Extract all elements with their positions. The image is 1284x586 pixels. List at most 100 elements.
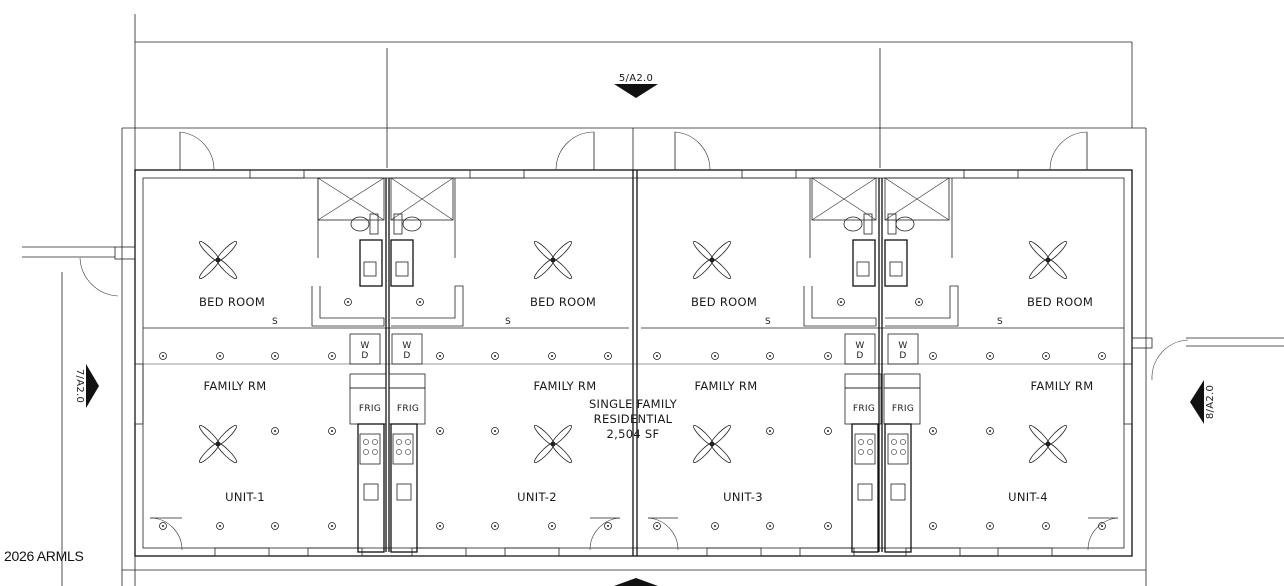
recessed-light-icon [159,522,167,530]
bed-room-label-2: BED ROOM [530,295,596,309]
recessed-light-icon [929,352,937,360]
family-rm-label-4: FAMILY RM [1031,379,1094,393]
unit-label-1: UNIT-1 [225,490,265,504]
recessed-light-icon [344,298,352,306]
recessed-light-dot [331,525,333,527]
recessed-light-icon [915,298,923,306]
recessed-light-dot [607,355,609,357]
recessed-light-icon [711,352,719,360]
ceiling-fan-icon [692,424,732,464]
recessed-light-icon [604,522,612,530]
bed-room-label-4: BED ROOM [1027,295,1093,309]
recessed-light-icon [766,522,774,530]
section-tag-top: 5/A2.0 [619,73,653,84]
recessed-light-icon [929,427,937,435]
recessed-light-dot [347,301,349,303]
center-note-line-1: SINGLE FAMILY [589,397,678,411]
recessed-light-dot [439,355,441,357]
ceiling-fan-icon [1028,240,1068,280]
recessed-light-dot [439,430,441,432]
ceiling-fan-icon [533,240,573,280]
recessed-light-dot [162,525,164,527]
recessed-light-icon [1042,352,1050,360]
recessed-light-dot [331,355,333,357]
framing-lines [61,14,1147,586]
recessed-light-dot [1101,525,1103,527]
kitchen-laundry [349,333,921,553]
recessed-light-dot [219,525,221,527]
dryer-label-3: D [856,351,863,361]
recessed-light-icon [986,522,994,530]
recessed-light-dot [827,355,829,357]
recessed-light-icon [491,427,499,435]
washer-label-4: W [898,341,907,351]
dryer-label-1: D [361,351,368,361]
section-arrow-top-icon [614,84,658,98]
recessed-light-icon [653,522,661,530]
recessed-light-dot [989,430,991,432]
recessed-light-dot [918,301,920,303]
unit-label-4: UNIT-4 [1008,490,1048,504]
recessed-light-icon [416,298,424,306]
recessed-light-icon [548,352,556,360]
bed-room-label-1: BED ROOM [199,295,265,309]
recessed-light-icon [929,522,937,530]
ceiling-fan-icons [198,240,1068,464]
recessed-light-icon [491,352,499,360]
recessed-light-dot [827,525,829,527]
recessed-light-dot [827,430,829,432]
recessed-light-icon [436,352,444,360]
recessed-light-dot [274,430,276,432]
ceiling-fan-icon [198,424,238,464]
section-markers: 5/A2.0 7/A2.0 8/A2.0 [74,73,1216,586]
recessed-light-icon [986,352,994,360]
recessed-light-icon [824,427,832,435]
recessed-light-dot [656,355,658,357]
windows [134,169,1133,557]
recessed-light-dot [989,355,991,357]
recessed-light-dot [1101,355,1103,357]
recessed-light-dot [714,355,716,357]
ceiling-fan-icon [692,240,732,280]
recessed-light-icon [216,522,224,530]
recessed-light-dot [162,355,164,357]
recessed-light-icon [1042,522,1050,530]
section-arrow-left-icon [86,364,99,408]
recessed-light-icon [653,352,661,360]
recessed-light-icon [1098,522,1106,530]
recessed-light-dot [656,525,658,527]
recessed-light-dot [1045,355,1047,357]
recessed-light-icon [328,352,336,360]
unit-label-2: UNIT-2 [517,490,557,504]
recessed-light-dot [494,525,496,527]
recessed-light-icons [159,298,1106,530]
watermark: 2026 ARMLS [4,548,84,564]
recessed-light-dot [607,525,609,527]
dryer-label-2: D [403,351,410,361]
recessed-light-dot [769,430,771,432]
unit-label-3: UNIT-3 [723,490,763,504]
section-arrow-right-icon [1190,380,1204,424]
recessed-light-dot [769,355,771,357]
recessed-light-dot [932,355,934,357]
section-arrow-bottom-icon [614,578,658,586]
recessed-light-icon [328,427,336,435]
switch-label-1: S [272,317,278,327]
washer-label-3: W [855,341,864,351]
family-rm-label-3: FAMILY RM [695,379,758,393]
ceiling-fan-icon [198,240,238,280]
recessed-light-dot [714,525,716,527]
section-tag-right: 8/A2.0 [1205,385,1216,419]
recessed-light-icon [271,352,279,360]
recessed-light-icon [824,352,832,360]
frig-label-1: FRIG [359,404,381,414]
recessed-light-icon [837,298,845,306]
center-note-line-2: RESIDENTIAL [594,412,673,426]
recessed-light-dot [932,525,934,527]
recessed-light-dot [439,525,441,527]
recessed-light-icon [604,352,612,360]
bathrooms [311,177,959,327]
recessed-light-icon [711,522,719,530]
switch-label-3: S [765,317,771,327]
